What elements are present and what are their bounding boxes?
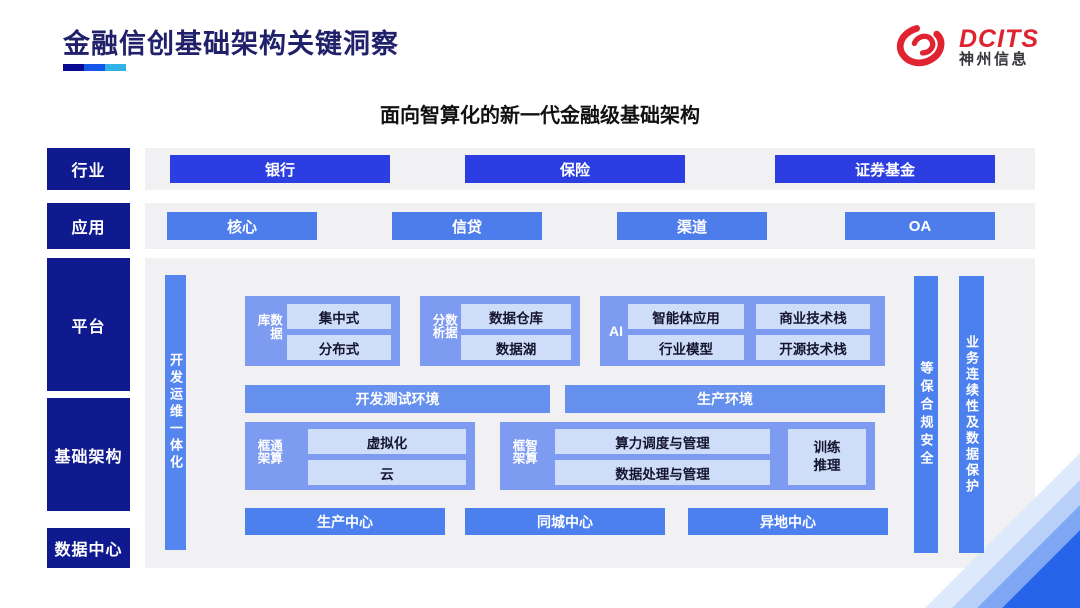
intelligent-compute-group-label: 智算框架 [510,439,538,464]
ai-item-industry-model: 行业模型 [628,335,744,360]
sidebar-item-industry: 行业 [47,148,130,190]
ai-group-label: AI [609,323,623,339]
logo-company-text: 神州信息 [959,51,1030,69]
intelligent-compute-item-scheduling: 算力调度与管理 [555,429,770,454]
application-box-core: 核心 [167,212,317,240]
ai-group: AI 智能体应用 商业技术栈 行业模型 开源技术栈 [600,296,885,366]
compliance-security-bar: 等保合规安全 [914,276,938,553]
ai-item-agent-app: 智能体应用 [628,304,744,329]
analytics-group: 数据分析 数据仓库 数据湖 [420,296,580,366]
industry-box-bank: 银行 [170,155,390,183]
datacenter-box-remote: 异地中心 [688,508,888,535]
dev-test-env-bar: 开发测试环境 [245,385,550,413]
ai-item-opensource-stack: 开源技术栈 [756,335,870,360]
sidebar-item-infrastructure: 基础架构 [47,398,130,511]
datacenter-box-same-city: 同城中心 [465,508,665,535]
general-compute-item-virtualization: 虚拟化 [308,429,466,454]
ai-item-commercial-stack: 商业技术栈 [756,304,870,329]
production-env-bar: 生产环境 [565,385,885,413]
application-box-oa: OA [845,212,995,240]
title-underline-segment-3 [105,64,126,71]
database-group-label: 数据库 [255,313,283,341]
general-compute-group: 通算框架 虚拟化 云 [245,422,475,490]
sidebar-item-datacenter: 数据中心 [47,528,130,568]
database-item-centralized: 集中式 [287,304,391,329]
training-inference-box: 训练推理 [788,429,866,485]
industry-box-securities: 证券基金 [775,155,995,183]
sidebar-item-platform: 平台 [47,258,130,391]
general-compute-group-label: 通算框架 [255,439,283,464]
title-underline-segment-1 [63,64,84,71]
application-box-credit: 信贷 [392,212,542,240]
diagram-title: 面向智算化的新一代金融级基础架构 [380,105,700,127]
intelligent-compute-item-data-processing: 数据处理与管理 [555,460,770,485]
analytics-item-warehouse: 数据仓库 [461,304,571,329]
page-title: 金融信创基础架构关键洞察 [63,29,399,59]
devops-vertical-bar: 开发运维一体化 [165,275,186,550]
dcits-swirl-icon [893,20,951,75]
title-underline-segment-2 [84,64,105,71]
general-compute-item-cloud: 云 [308,460,466,485]
logo-brand-text: DCITS [959,25,1039,53]
analytics-item-lake: 数据湖 [461,335,571,360]
database-group: 数据库 集中式 分布式 [245,296,400,366]
application-box-channel: 渠道 [617,212,767,240]
intelligent-compute-group: 智算框架 算力调度与管理 数据处理与管理 训练推理 [500,422,875,490]
datacenter-box-production: 生产中心 [245,508,445,535]
industry-box-insurance: 保险 [465,155,685,183]
company-logo: DCITS 神州信息 [893,16,1063,78]
sidebar-item-application: 应用 [47,203,130,249]
database-item-distributed: 分布式 [287,335,391,360]
business-continuity-bar: 业务连续性及数据保护 [959,276,984,553]
analytics-group-label: 数据分析 [430,313,458,339]
